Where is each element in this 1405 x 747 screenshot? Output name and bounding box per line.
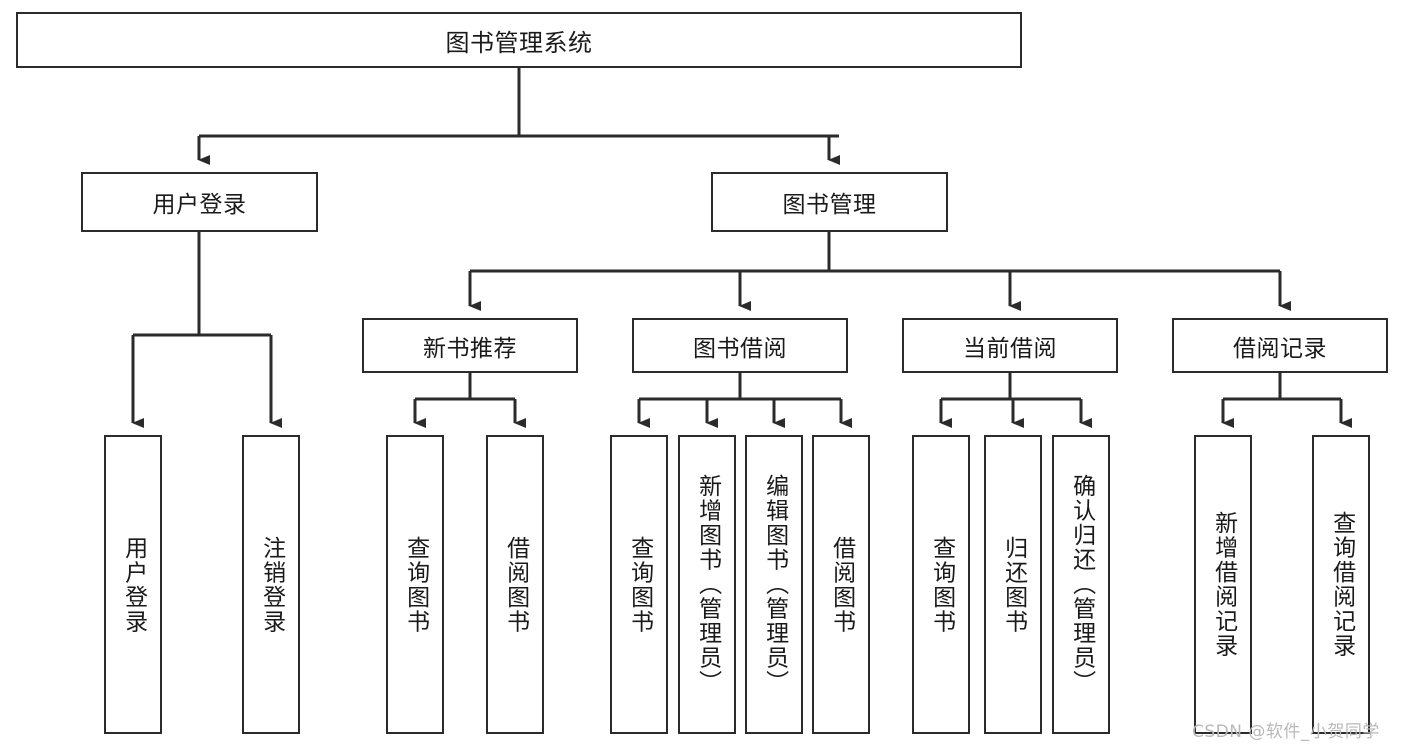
node-book-manage[interactable]: 图书管理 — [711, 172, 948, 232]
node-leaf-confirm-return[interactable]: 确认归还（管理员） — [1052, 435, 1110, 734]
edge-group-current-borrow — [939, 373, 1092, 428]
node-leaf-user-login[interactable]: 用户登录 — [104, 435, 162, 734]
edge-group-user-login — [131, 232, 282, 428]
node-borrow-record[interactable]: 借阅记录 — [1172, 318, 1388, 373]
node-leaf-query-book-current[interactable]: 查询图书 — [912, 435, 970, 734]
node-leaf-query-book-borrow[interactable]: 查询图书 — [610, 435, 668, 734]
csdn-watermark: CSDN @软件_小贺同学 — [1192, 722, 1380, 742]
edge-group-borrow-record — [1221, 373, 1352, 428]
node-leaf-query-book-rec[interactable]: 查询图书 — [386, 435, 444, 734]
node-leaf-borrow-book[interactable]: 借阅图书 — [812, 435, 870, 734]
node-current-borrow[interactable]: 当前借阅 — [902, 318, 1118, 373]
node-user-login[interactable]: 用户登录 — [81, 172, 318, 232]
node-book-borrow[interactable]: 图书借阅 — [632, 318, 848, 373]
node-leaf-edit-book[interactable]: 编辑图书（管理员） — [745, 435, 803, 734]
node-leaf-add-record[interactable]: 新增借阅记录 — [1194, 435, 1252, 734]
node-leaf-borrow-book-rec[interactable]: 借阅图书 — [486, 435, 544, 734]
edge-group-book-borrow — [637, 373, 852, 428]
node-leaf-return-book[interactable]: 归还图书 — [984, 435, 1042, 734]
node-leaf-query-record[interactable]: 查询借阅记录 — [1312, 435, 1370, 734]
node-new-book-rec[interactable]: 新书推荐 — [362, 318, 578, 373]
edge-group-new-book-rec — [413, 373, 526, 428]
node-root[interactable]: 图书管理系统 — [16, 12, 1022, 68]
node-leaf-add-book[interactable]: 新增图书（管理员） — [678, 435, 736, 734]
edge-group-root — [197, 68, 840, 165]
node-leaf-user-logout[interactable]: 注销登录 — [242, 435, 300, 734]
edge-group-book-manage — [468, 232, 1291, 311]
